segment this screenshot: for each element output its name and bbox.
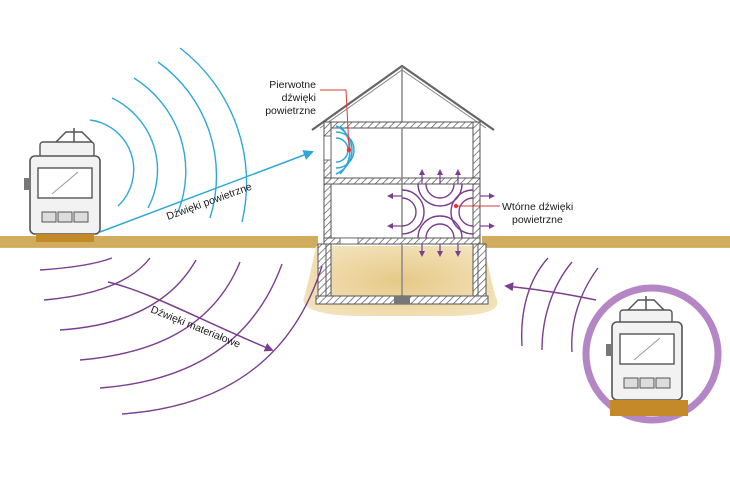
right-structure-waves — [521, 257, 599, 353]
house — [311, 64, 495, 305]
right-structure-arrow — [504, 282, 597, 301]
airborne-arrow — [99, 150, 314, 233]
secondary-pointer-dot — [453, 203, 459, 209]
label-primary-line2: dźwięki — [282, 92, 316, 104]
secondary-wave-arrows — [387, 169, 495, 257]
airborne-sound-waves — [89, 47, 248, 223]
tram-inset — [582, 284, 722, 424]
roof — [311, 64, 495, 131]
tram-left — [24, 128, 101, 242]
label-secondary-line2: powietrzne — [512, 214, 563, 226]
structure-sound-waves — [39, 257, 323, 415]
label-secondary-line1: Wtórne dźwięki — [502, 201, 573, 213]
structure-arrow — [107, 281, 274, 352]
label-primary-line1: Pierwotne — [269, 79, 316, 91]
primary-sound-waves — [335, 125, 355, 175]
primary-pointer-line — [320, 89, 350, 149]
secondary-sound-waves — [401, 183, 474, 239]
label-primary-line3: powietrzne — [265, 105, 316, 117]
label-structure: Dźwięki materiałowe — [149, 304, 242, 351]
primary-pointer-dot — [346, 147, 352, 153]
